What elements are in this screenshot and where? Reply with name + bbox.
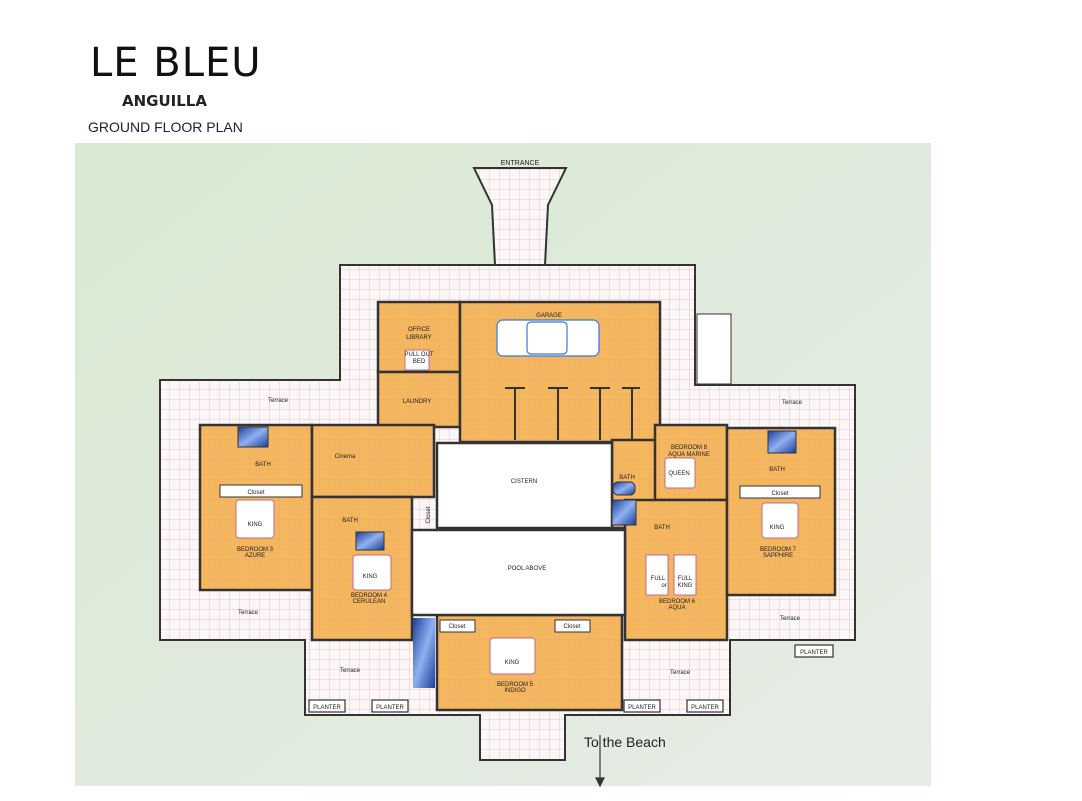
label-bedroom7: BEDROOM 7 (760, 547, 797, 553)
label-garage: GARAGE (536, 313, 562, 319)
bed-king (489, 637, 536, 675)
plan-location: ANGUILLA (122, 92, 207, 110)
closet (219, 484, 303, 498)
label-king: KING (770, 525, 785, 531)
label-pool: POOL ABOVE (508, 566, 546, 572)
label-closet: Closet (771, 491, 788, 497)
bed-pullout (404, 349, 430, 371)
arrow-down-icon (595, 735, 605, 788)
water-feature (413, 618, 435, 688)
label-terrace: Terrace (238, 610, 259, 616)
label-bedroom4-name: CERULEAN (353, 599, 386, 605)
bed-full (673, 554, 697, 596)
plan-floor-label: GROUND FLOOR PLAN (88, 119, 243, 135)
label-full: FULL (651, 576, 666, 582)
shower-icon (355, 531, 385, 551)
planter (623, 699, 661, 713)
label-bath: BATH (769, 467, 785, 473)
to-beach-label: To the Beach (584, 734, 666, 750)
label-pullout: PULL OUT (404, 352, 433, 358)
label-closet: Closet (448, 624, 465, 630)
label-office: OFFICE (408, 327, 430, 333)
plan-title: LE BLEU (90, 40, 262, 86)
label-terrace: Terrace (340, 668, 361, 674)
label-terrace: Terrace (670, 670, 691, 676)
label-planter: PLANTER (376, 705, 404, 711)
shower-icon (237, 426, 269, 448)
annex (696, 313, 732, 385)
label-bedroom5: BEDROOM 5 (497, 682, 534, 688)
label-planter: PLANTER (628, 705, 656, 711)
label-terrace: Terrace (268, 398, 289, 404)
label-bedroom4: BEDROOM 4 (351, 593, 388, 599)
label-planter: PLANTER (800, 650, 828, 656)
label-library: LIBRARY (406, 335, 432, 341)
bathtub-icon (612, 481, 636, 496)
pool-above (410, 528, 627, 617)
label-bath: BATH (654, 525, 670, 531)
bed-king (761, 502, 799, 539)
label-bedroom5-name: INDIGO (504, 688, 526, 694)
label-closet: Closet (247, 490, 264, 496)
label-terrace: Terrace (782, 400, 803, 406)
label-king: KING (505, 660, 520, 666)
room-cinema (310, 423, 436, 499)
planter (686, 699, 724, 713)
label-bedroom3-name: AZURE (245, 553, 265, 559)
label-laundry: LAUNDRY (403, 399, 432, 405)
label-bedroom8: BEDROOM 8 (671, 445, 708, 451)
bed-king (352, 554, 392, 591)
label-bath: BATH (255, 462, 271, 468)
closet (554, 619, 591, 633)
label-king: KING (248, 522, 263, 528)
label-terrace: Terrace (780, 616, 801, 622)
label-queen: QUEEN (668, 471, 689, 477)
bed-king (235, 499, 275, 539)
label-bedroom6: BEDROOM 6 (659, 599, 696, 605)
label-planter: PLANTER (313, 705, 341, 711)
label-full-king: FULL (678, 576, 693, 582)
closet (739, 485, 821, 499)
shower-icon (767, 430, 797, 454)
planter (794, 644, 834, 658)
bed-full (645, 554, 669, 596)
label-pullout-bed: BED (413, 359, 426, 365)
label-full-king-2: KING (678, 583, 693, 589)
closet (439, 619, 476, 633)
label-cistern: CISTERN (511, 479, 537, 485)
label-king: KING (363, 574, 378, 580)
cistern (435, 441, 614, 530)
label-bedroom7-name: SAPPHIRE (763, 553, 793, 559)
car-icon (496, 319, 600, 357)
label-bath: BATH (619, 475, 635, 481)
label-planter: PLANTER (691, 705, 719, 711)
label-closet: Closet (426, 506, 432, 523)
label-bedroom3: BEDROOM 3 (237, 547, 274, 553)
label-bedroom8-name: AQUA MARINE (668, 452, 710, 458)
label-or: or (661, 583, 666, 589)
label-cinema: Cinema (335, 454, 356, 460)
label-closet: Closet (563, 624, 580, 630)
entrance-label: ENTRANCE (501, 160, 540, 167)
planter (371, 699, 409, 713)
bed-queen (664, 457, 696, 489)
label-bath: BATH (342, 518, 358, 524)
label-bedroom6-name: AQUA (668, 605, 685, 611)
planter (308, 699, 346, 713)
shower-icon (611, 499, 637, 526)
garage-columns (505, 387, 640, 440)
